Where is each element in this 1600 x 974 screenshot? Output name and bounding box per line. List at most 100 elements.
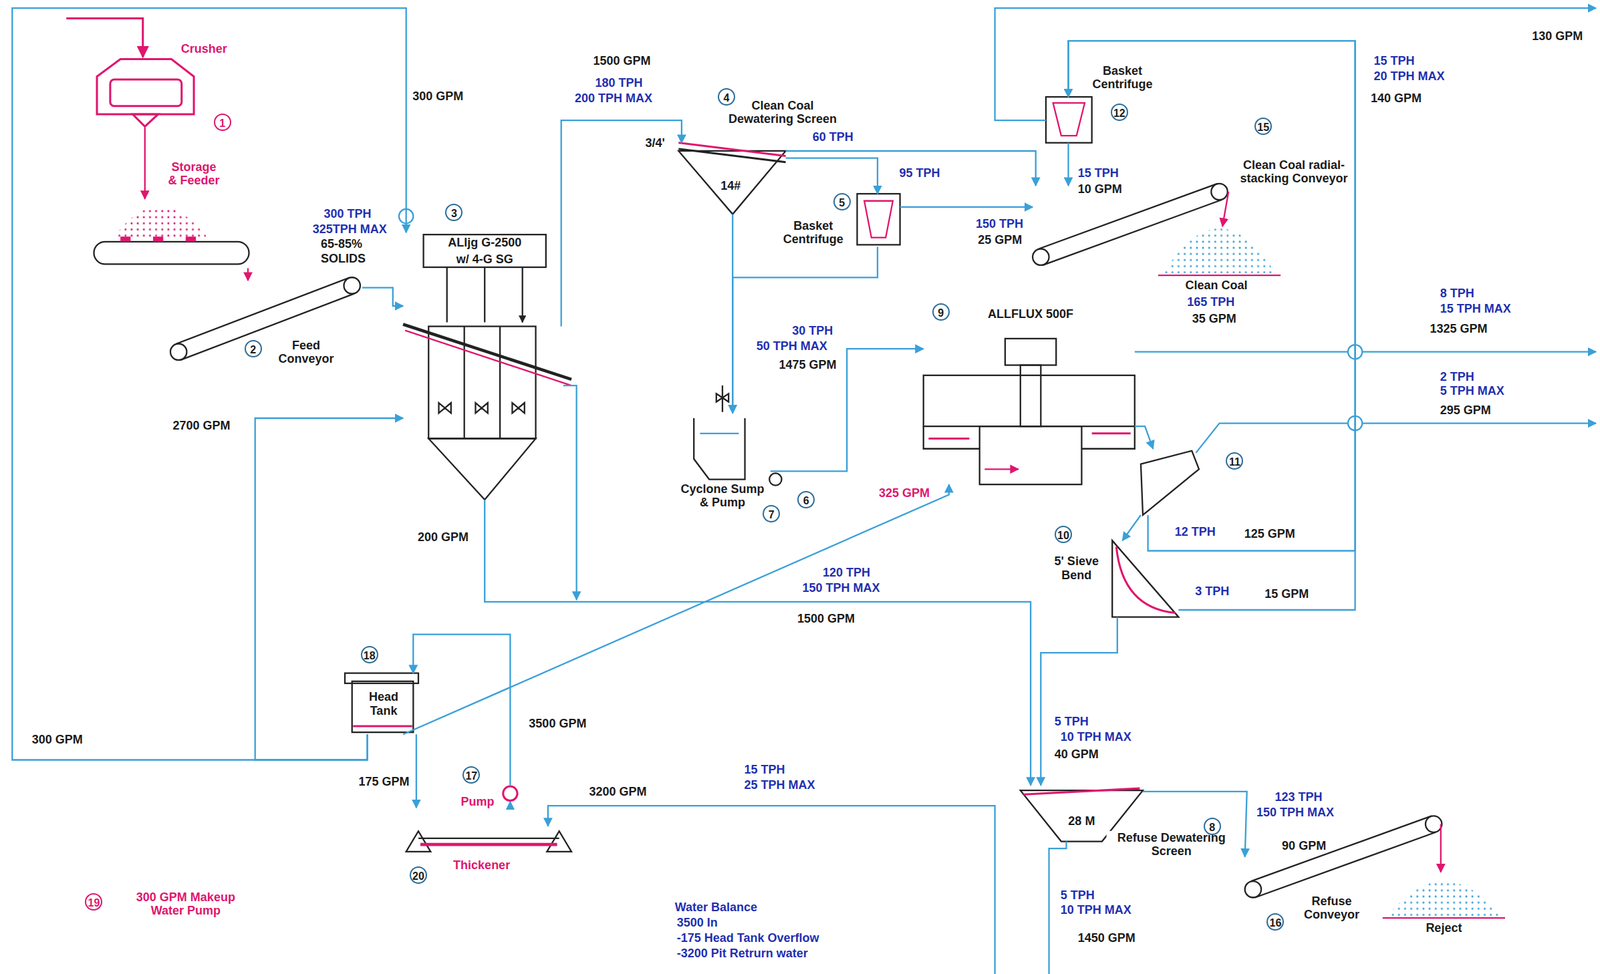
flow-label: 123 TPH: [1273, 791, 1324, 805]
equipment-label: Head Tank: [355, 690, 412, 718]
drawing-part: [112, 206, 210, 240]
flow-line: [785, 151, 1036, 186]
flow-label: 20 TPH MAX: [1372, 70, 1447, 84]
flow-label: 15 TPH: [743, 763, 787, 778]
flow-label: 50 TPH MAX: [755, 340, 829, 354]
flow-label: 150 TPH MAX: [801, 582, 882, 596]
flow-label: 3500 GPM: [527, 717, 588, 732]
equipment-node: Clean Coal Dewatering Screen43/4'14#: [678, 143, 786, 215]
flow-label: 15 GPM: [1263, 588, 1310, 602]
drawing-part: [423, 234, 547, 268]
drawing-part: [548, 806, 996, 974]
equipment-label: Clean Coal: [1183, 278, 1249, 293]
flow-label: 150 TPH MAX: [1255, 806, 1336, 821]
drawing-part: [923, 375, 1135, 427]
drawing-part: [716, 385, 729, 413]
drawing-part: [1134, 351, 1596, 353]
flow-line: [403, 484, 950, 735]
flow-label: 8 TPH: [1438, 287, 1476, 301]
drawing-part: [1425, 816, 1442, 833]
flow-label: 1500 GPM: [592, 54, 653, 69]
equipment-node: Refuse Conveyor16: [1245, 818, 1441, 898]
drawing-part: [405, 330, 572, 386]
flow-label: 5 TPH MAX: [1438, 384, 1506, 399]
equipment-node: Clean Coal radial-stacking Conveyor15: [1032, 185, 1229, 264]
flow-line: [561, 120, 682, 327]
drawing-part: [170, 343, 187, 360]
drawing-part: [678, 143, 786, 157]
flow-label: 10 GPM: [1076, 183, 1124, 197]
cyclone-sump: [693, 385, 782, 486]
drawing-part: [1053, 102, 1085, 136]
crusher-symbol: [66, 18, 194, 127]
equipment-label: Feed Conveyor: [269, 338, 344, 366]
flow-line: [413, 634, 510, 786]
storage-pile: [93, 206, 249, 264]
drawing-part: [699, 433, 739, 435]
water-lines: [398, 8, 1596, 974]
equipment-node: Basket Centrifuge12: [1045, 96, 1093, 144]
drawing-part: [857, 193, 901, 245]
drawing-part: [344, 277, 361, 294]
callout-number: 7: [762, 505, 780, 523]
flow-line: [785, 158, 878, 194]
callout-number: 15: [1254, 117, 1272, 136]
flow-line: [1222, 191, 1229, 227]
drawing-part: [464, 326, 500, 440]
equipment-node: Reject: [1387, 872, 1500, 919]
drawing-part: [403, 324, 572, 379]
drawing-part: [1387, 881, 1500, 917]
drawing-part: [1020, 365, 1042, 428]
callout-number: 4: [717, 88, 736, 106]
callout-number: 1: [213, 113, 232, 131]
equipment-label: Basket Centrifuge: [1082, 64, 1163, 91]
drawing-part: [1382, 917, 1506, 919]
flow-label: 2700 GPM: [171, 419, 232, 434]
flow-label: 60 TPH: [811, 130, 855, 145]
flow-label: 130 GPM: [1530, 30, 1584, 44]
drawing-part: [439, 403, 525, 414]
equipment-node: Head Tank18: [344, 673, 419, 736]
flow-label: 10 TPH MAX: [1059, 731, 1133, 745]
flow-label: 25 TPH MAX: [743, 779, 817, 793]
flow-label: 3200 GPM: [587, 785, 648, 800]
flow-label: SOLIDS: [319, 252, 367, 266]
product-piles: [1158, 228, 1506, 919]
drawing-part: [1251, 816, 1436, 898]
flow-label: 120 TPH: [821, 566, 872, 581]
flow-label: 325TPH MAX: [311, 223, 389, 237]
flow-label: 200 GPM: [416, 531, 470, 545]
flow-label: 1325 GPM: [1428, 322, 1490, 337]
drawing-part: [1140, 451, 1199, 516]
equipment-node: ALLFLUX 500F9: [923, 336, 1135, 485]
callout-number: 17: [462, 766, 480, 784]
equipment-label: w/ 4-G SG: [455, 252, 515, 266]
flow-line: [484, 499, 1031, 786]
flow-label: 25 GPM: [976, 233, 1024, 248]
callout-number: 9: [932, 303, 950, 321]
flow-line: [362, 288, 404, 307]
flow-label: 125 GPM: [1243, 527, 1297, 542]
equipment-label: Pump: [459, 795, 496, 809]
callout-number: 18: [360, 646, 379, 664]
drawing-part: [66, 18, 144, 57]
flow-label: 90 GPM: [1280, 840, 1328, 854]
flow-label: Water Balance: [673, 901, 759, 915]
equipment-node: Cyclone Sump & Pump67: [693, 413, 771, 490]
flow-label: 1475 GPM: [777, 358, 838, 373]
classifying-cyclone: [1140, 451, 1199, 516]
flow-label: 150 TPH: [974, 217, 1025, 232]
flow-label: 3500 In: [675, 916, 720, 931]
flow-label: 140 GPM: [1369, 92, 1423, 106]
flow-line: [1040, 617, 1118, 786]
drawing-part: [1045, 96, 1093, 144]
drawing-part: [923, 426, 1135, 450]
drawing-part: [96, 59, 194, 115]
equipment-label: ALljg G-2500: [446, 235, 523, 250]
flow-line: [144, 127, 146, 200]
drawing-part: [420, 843, 558, 847]
equipment-node: Refuse Dewatering Screen828 M: [1020, 785, 1143, 843]
flow-label: 5 TPH: [1059, 889, 1097, 903]
